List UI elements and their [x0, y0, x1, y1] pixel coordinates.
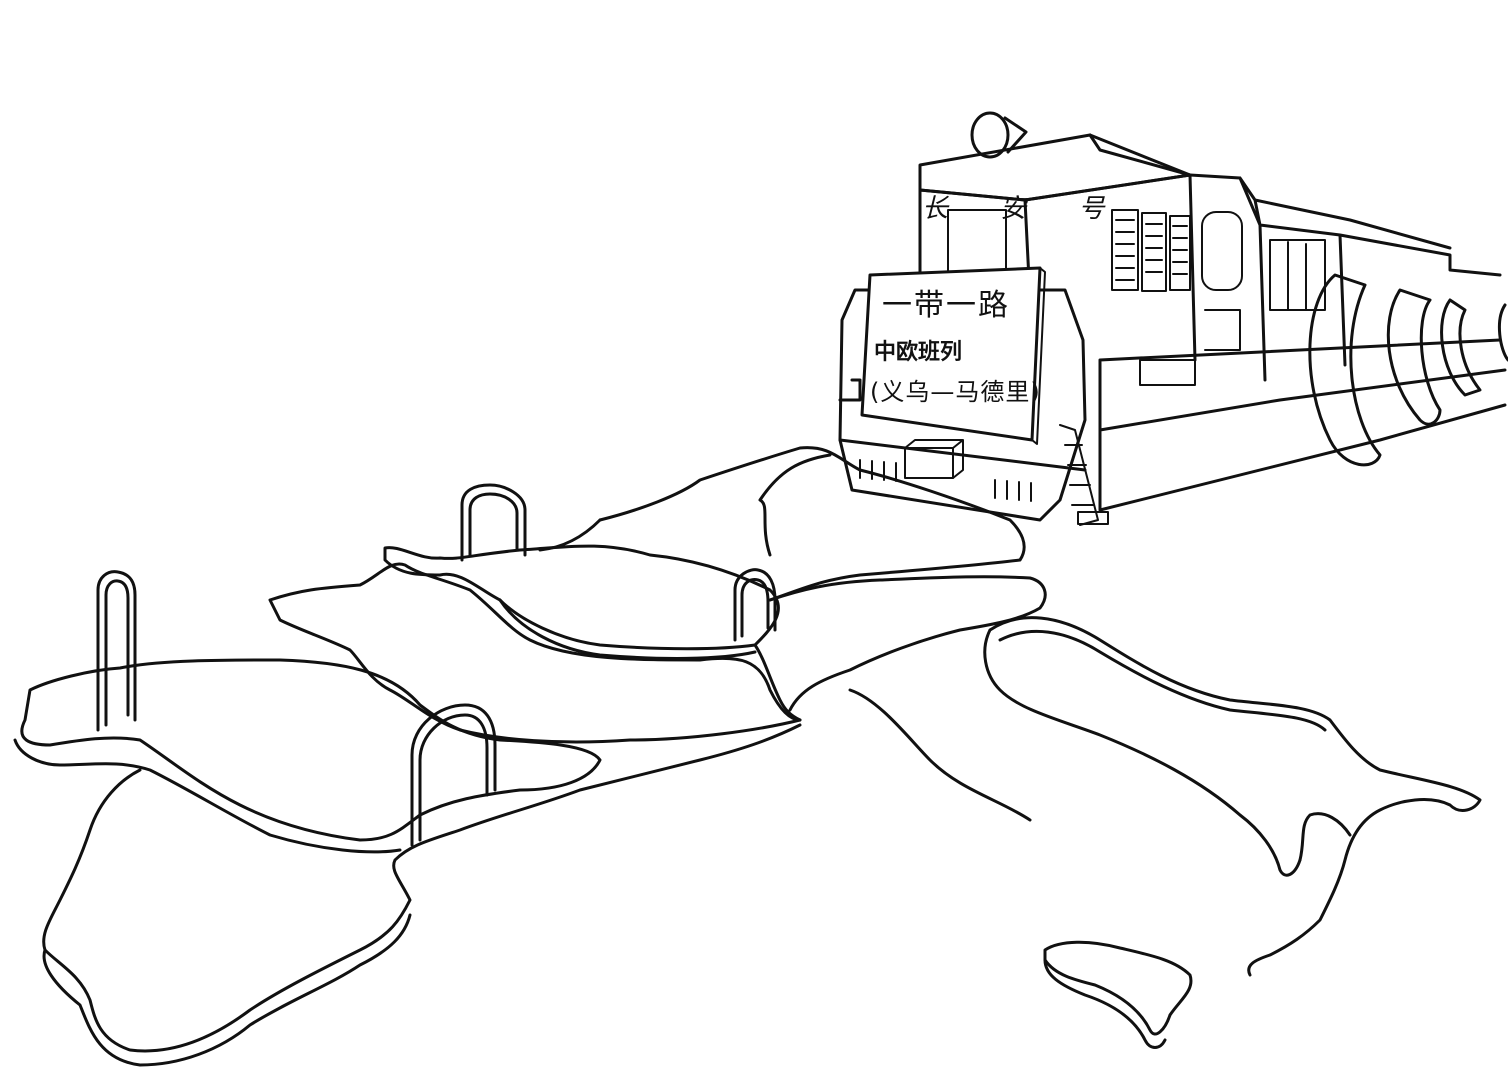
headlight-icon	[970, 111, 1010, 159]
cab-side-window	[1201, 211, 1243, 291]
locomotive	[838, 111, 1508, 526]
louver-vents	[1111, 209, 1191, 292]
map-region-iberia-north	[20, 658, 602, 842]
front-ladder	[1059, 424, 1099, 526]
map-region-italy	[983, 616, 1482, 977]
chassis	[1098, 338, 1507, 512]
cab-body	[918, 173, 1197, 362]
map-region-central	[768, 575, 1047, 712]
side-steps	[1139, 309, 1241, 386]
long-hood	[1188, 173, 1502, 382]
sign-route: (义乌—马德里)	[870, 378, 1041, 406]
map-region-west	[268, 562, 802, 744]
front-nose	[838, 288, 1087, 522]
handrails	[1308, 273, 1508, 467]
sign-subtitle: 中欧班列	[874, 340, 963, 365]
map-region-iberia	[42, 723, 802, 1053]
relief-map	[13, 446, 1482, 1067]
coupler-box	[904, 447, 954, 479]
cab-lettering: 长 安 号	[922, 194, 1127, 224]
map-region-north	[383, 544, 780, 651]
map-region-east	[598, 446, 1026, 602]
sign-title: 一带一路	[882, 288, 1010, 323]
arch-markers	[96, 483, 777, 847]
map-region-sicily	[1043, 940, 1193, 1036]
